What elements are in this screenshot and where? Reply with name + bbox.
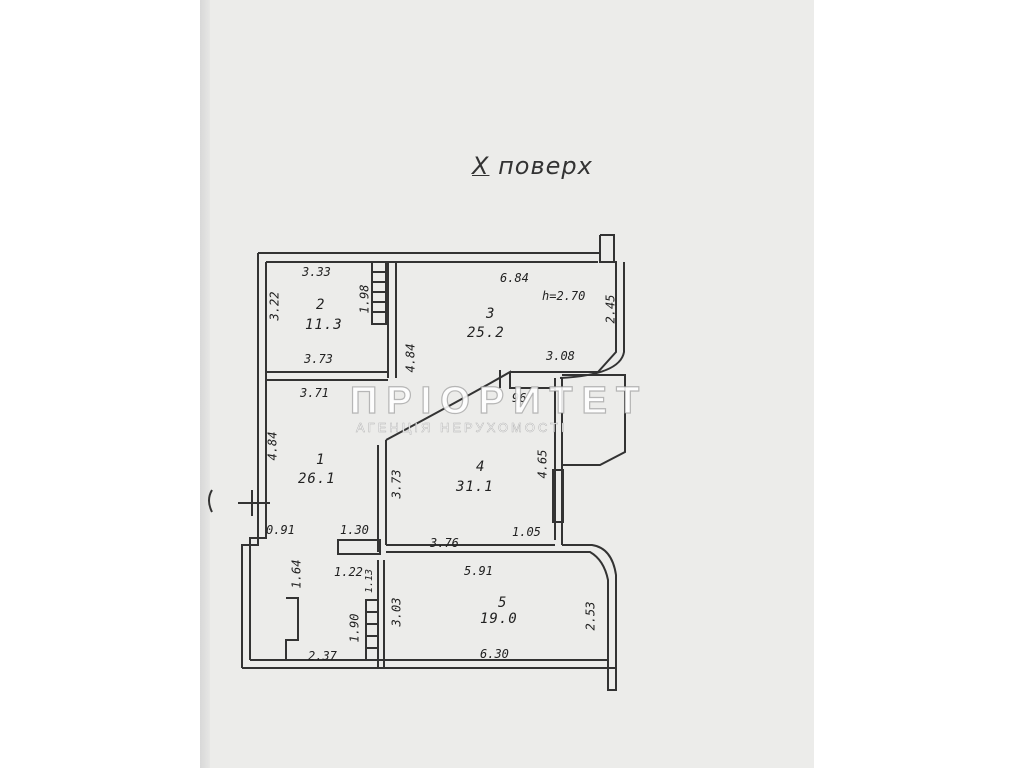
dim-4-84-room3: 4.84 — [403, 343, 418, 373]
room2-right-wall — [387, 262, 397, 378]
room2-bottom-wall — [266, 371, 388, 381]
floor-word: поверх — [498, 152, 593, 180]
door-arc-room3 — [385, 370, 555, 441]
watermark-brand: ПРІОРИТЕТ — [349, 379, 649, 422]
dim-2-45: 2.45 — [603, 294, 618, 324]
room5-right-wall — [562, 544, 617, 691]
niche — [285, 597, 299, 660]
bay-wall — [562, 374, 626, 466]
dim-3-22: 3.22 — [267, 291, 282, 321]
dim-6-84: 6.84 — [500, 271, 529, 285]
watermark-subtitle: АГЕНЦІЯ НЕРУХОМОСТІ — [356, 420, 568, 436]
room-3-area: 25.2 — [467, 325, 505, 341]
dim-2-53: 2.53 — [583, 601, 598, 631]
closet-bath — [365, 599, 379, 661]
balcony-upper — [599, 234, 615, 262]
outer-wall-left-inner — [249, 262, 267, 660]
dim-5-91: 5.91 — [464, 564, 493, 578]
balcony-upper-curve — [559, 262, 625, 379]
floor-title: X поверх — [472, 152, 593, 180]
dim-1-05: 1.05 — [512, 525, 541, 539]
dim-3-76: 3.76 — [430, 536, 459, 550]
dim-6-30: 6.30 — [480, 647, 509, 661]
dim-3-73-room4: 3.73 — [389, 469, 404, 499]
room-4-number: 4 — [476, 459, 486, 475]
dim-1-22: 1.22 — [334, 565, 363, 579]
dim-1-90: 1.90 — [347, 613, 362, 643]
dim-1-30: 1.30 — [340, 523, 369, 537]
dim-4-84-room1: 4.84 — [265, 431, 280, 461]
room-5-area: 19.0 — [480, 611, 518, 627]
dim-0-91: 0.91 — [266, 523, 295, 537]
dim-2-37: 2.37 — [308, 649, 337, 663]
dim-3-33: 3.33 — [302, 265, 331, 279]
ceiling-height: h=2.70 — [542, 289, 586, 303]
room4-left-wall — [377, 440, 387, 552]
room-3-number: 3 — [486, 306, 496, 322]
dim-1-64: 1.64 — [289, 559, 304, 589]
floor-roman: X — [472, 152, 490, 180]
dim-3-73-room2: 3.73 — [304, 352, 333, 366]
paper-sheet — [210, 0, 814, 768]
edge-mark — [208, 489, 213, 513]
dim-96: 96 — [512, 391, 527, 405]
dim-1-13: 1.13 — [364, 568, 376, 594]
dim-3-71: 3.71 — [300, 386, 329, 400]
room-1-area: 26.1 — [298, 471, 336, 487]
dim-3-03: 3.03 — [389, 597, 404, 627]
room-2-area: 11.3 — [305, 317, 343, 333]
room4-bottom-wall — [386, 544, 562, 553]
window-room4 — [552, 469, 564, 523]
room-2-number: 2 — [316, 297, 326, 313]
wall-block — [337, 539, 381, 555]
room-1-number: 1 — [316, 452, 326, 468]
dim-4-65: 4.65 — [535, 449, 550, 479]
room-5-number: 5 — [498, 595, 508, 611]
dim-3-08: 3.08 — [546, 349, 575, 363]
room-4-area: 31.1 — [456, 479, 494, 495]
dim-1-98: 1.98 — [357, 284, 372, 314]
